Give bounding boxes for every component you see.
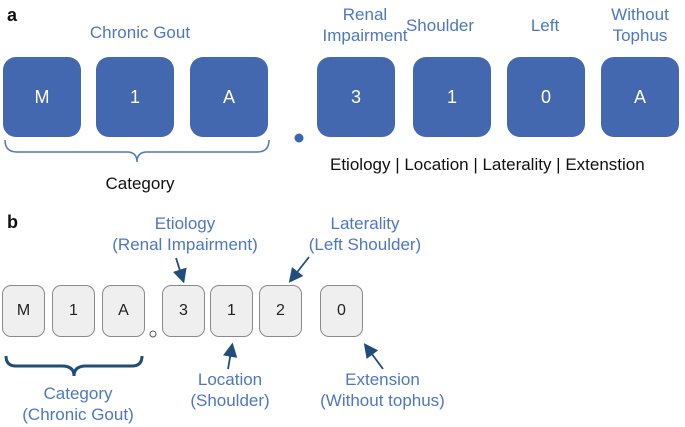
location-arrow (223, 342, 238, 370)
separator-dot-a (294, 133, 304, 143)
location-box-b: 1 (210, 285, 253, 337)
laterality-label-b: Laterality(Left Shoulder) (308, 214, 422, 254)
extension-arrow (363, 343, 384, 370)
category-box-3-a: A (190, 57, 268, 137)
category-box-1-b: M (2, 285, 45, 337)
etiology-arrow (172, 257, 187, 284)
ext-box-1-a: 3 (317, 57, 395, 137)
category-box-2-b: 1 (52, 285, 95, 337)
etiology-box-b: 3 (162, 285, 205, 337)
location-label-b: Location(Shoulder) (190, 370, 270, 410)
ext-label-laterality-a: Left (530, 16, 560, 35)
panel-b-letter: b (7, 212, 18, 232)
ext-box-4-a: A (601, 57, 679, 137)
extension-label-b: Extension(Without tophus) (320, 370, 445, 410)
ext-box-3-a: 0 (507, 57, 585, 137)
category-box-1-a: M (3, 57, 81, 137)
ext-label-location-a: Shoulder (405, 16, 475, 35)
extension-box-b: 0 (320, 285, 363, 337)
category-brace-b (4, 355, 144, 377)
laterality-arrow (288, 256, 310, 283)
category-box-3-b: A (102, 285, 145, 337)
category-bracket-a (4, 139, 270, 163)
etiology-label-b: Etiology(Renal Impairment) (112, 214, 258, 254)
ext-box-2-a: 1 (413, 57, 491, 137)
category-title-a: Chronic Gout (89, 23, 191, 42)
panel-a-letter: a (7, 5, 18, 25)
ext-caption-a: Etiology | Location | Laterality | Exten… (330, 155, 645, 174)
separator-dot-b (149, 330, 157, 338)
category-box-2-a: 1 (96, 57, 174, 137)
category-label-b: Category(Chronic Gout) (22, 384, 134, 424)
laterality-box-b: 2 (259, 285, 302, 337)
category-label-a: Category (105, 174, 175, 193)
